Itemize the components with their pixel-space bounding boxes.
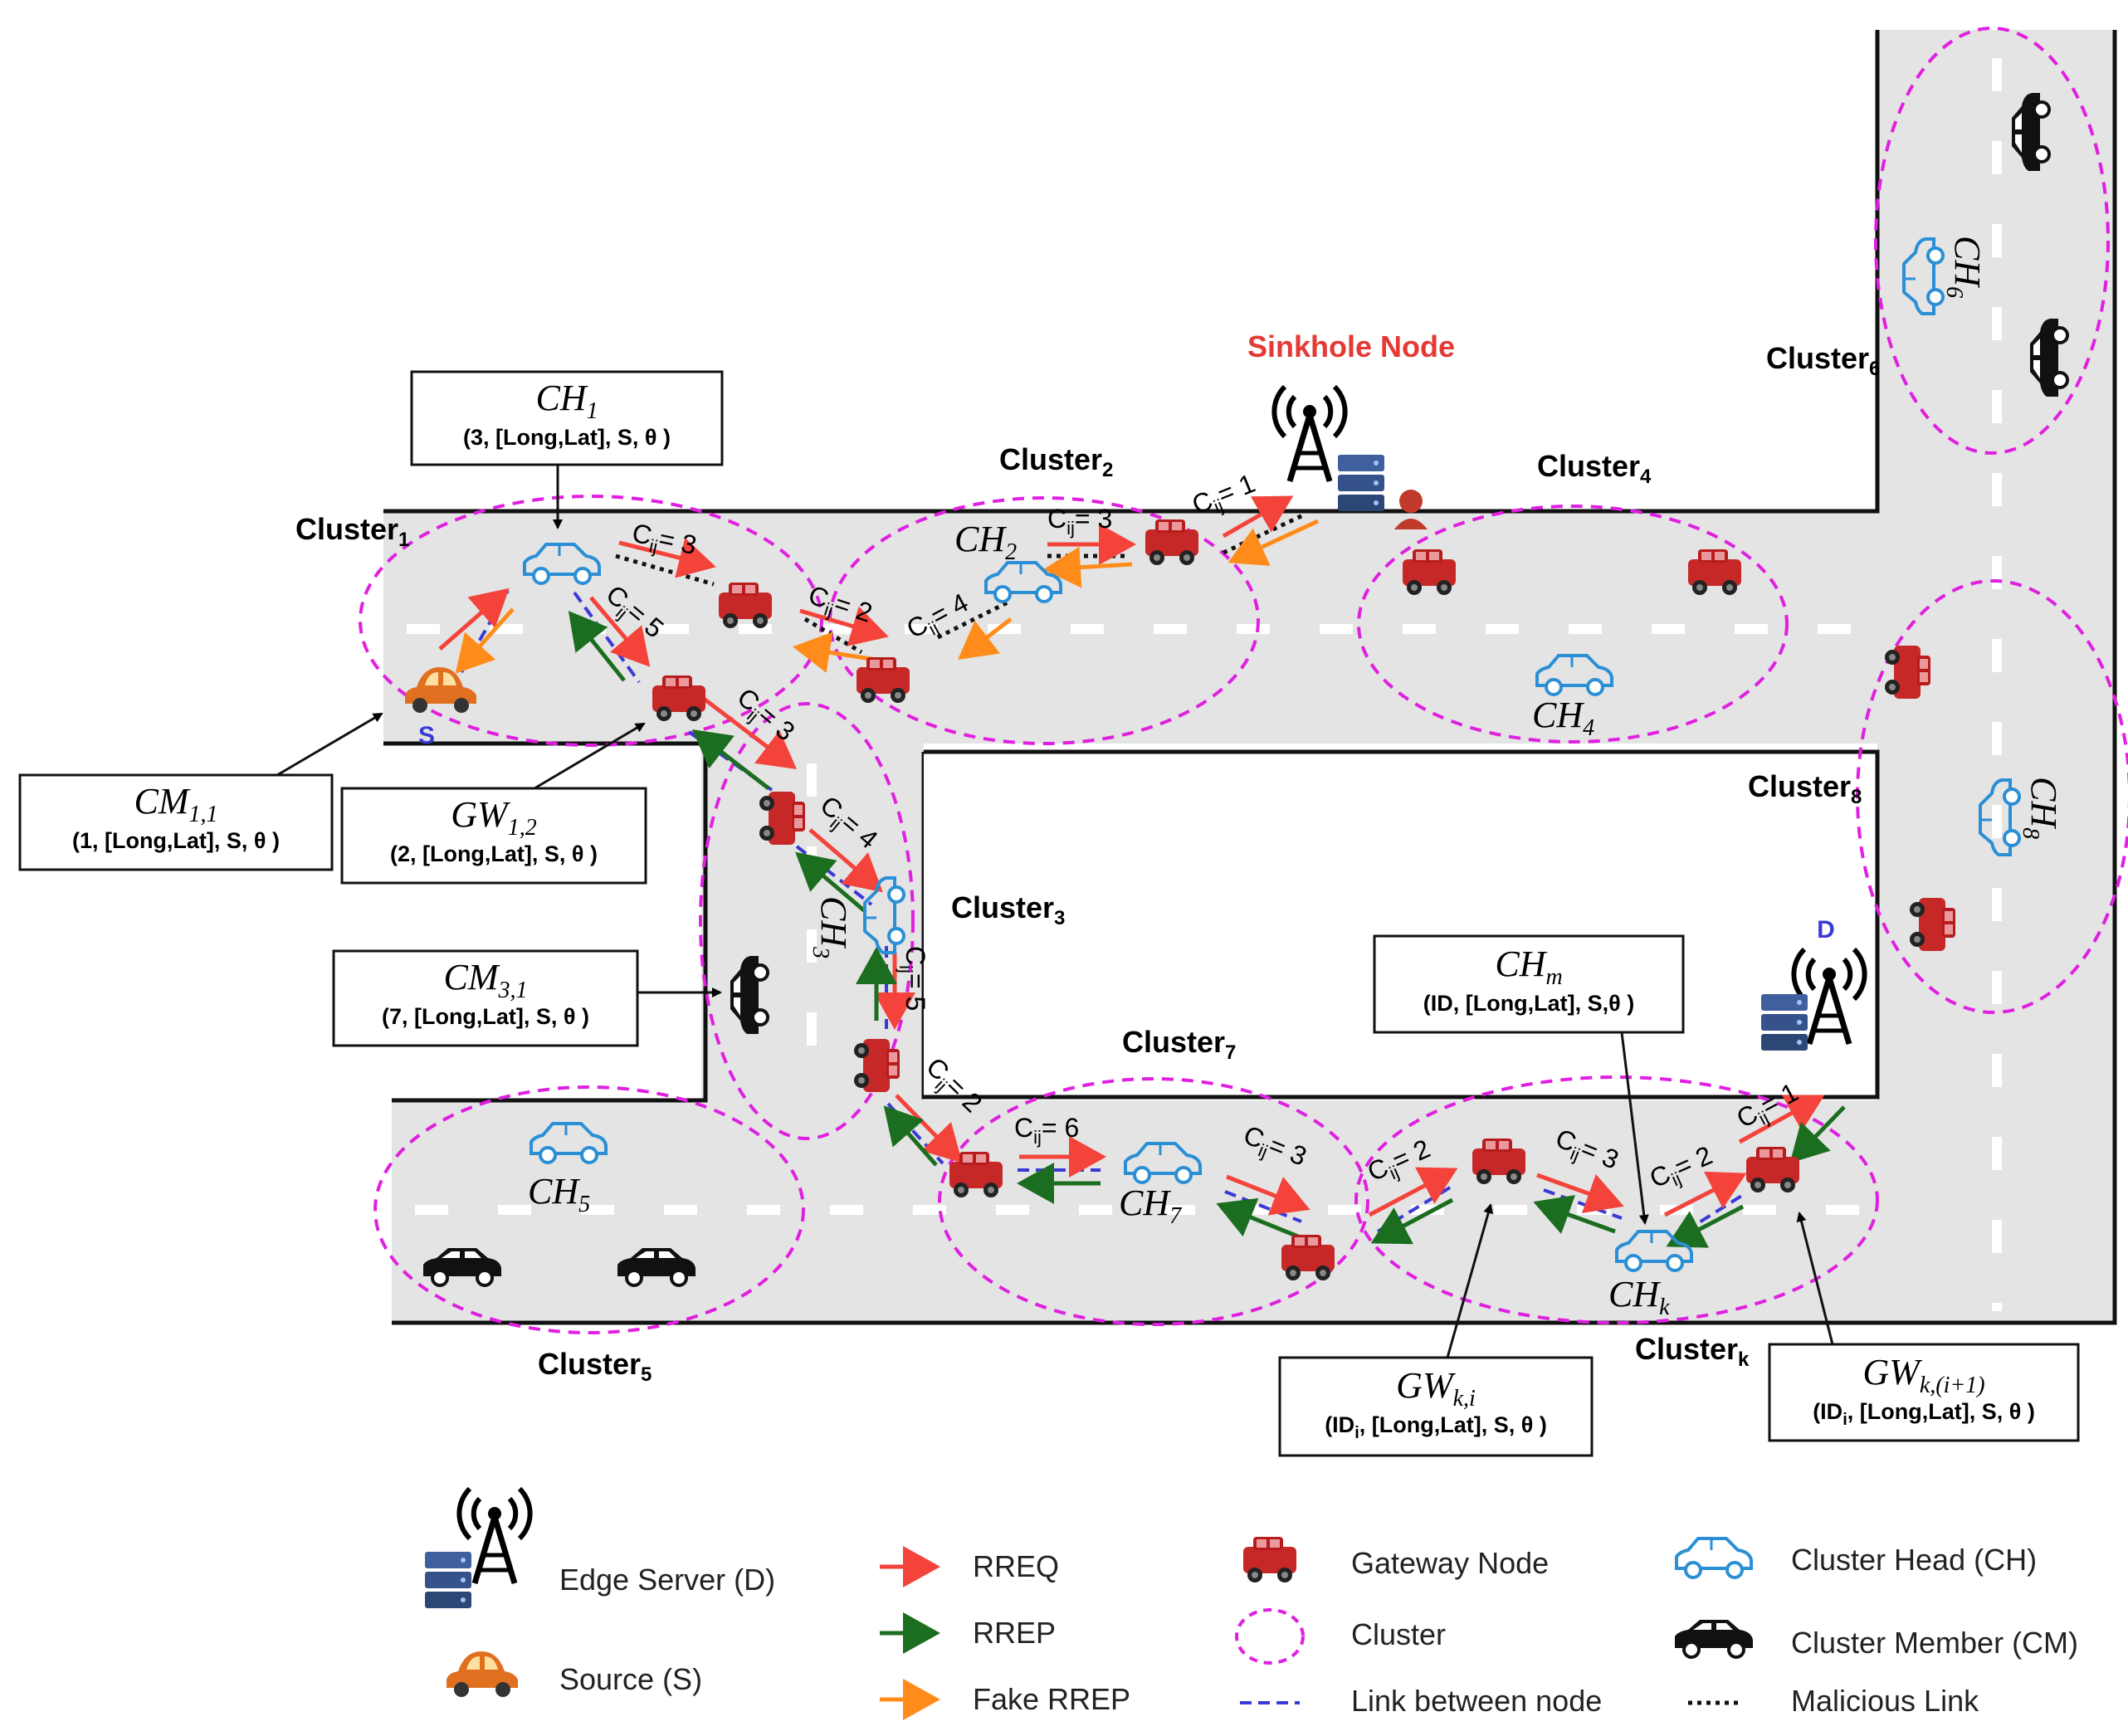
- legend-fake-rrep: Fake RREP: [880, 1679, 1130, 1720]
- gw12-info-box: GW1,2 (2, [Long,Lat], S, θ ): [340, 722, 647, 885]
- cluster-7-label: Cluster7: [1122, 1025, 1236, 1064]
- legend-source: Source (S): [447, 1651, 702, 1697]
- ch6-label: CH6: [1941, 236, 1988, 298]
- ch8-label: CH8: [2018, 777, 2064, 839]
- svg-text:Cluster Member (CM): Cluster Member (CM): [1791, 1626, 2078, 1660]
- cluster-k-boundary: [1354, 1075, 1879, 1324]
- sinkhole-node: [1274, 387, 1428, 529]
- cluster-head-labels: CH2 CH3 CH4 CH5 CH6 CH7 CH8 CHk: [528, 236, 2064, 1320]
- legend-cluster-member: Cluster Member (CM): [1673, 1618, 2078, 1660]
- ch2-label: CH2: [954, 519, 1017, 565]
- svg-text:Gateway Node: Gateway Node: [1351, 1546, 1549, 1580]
- legend-link: Link between node: [1240, 1684, 1602, 1718]
- cluster-3-label: Cluster3: [951, 890, 1065, 929]
- cluster-4-label: Cluster4: [1537, 449, 1652, 488]
- link-cost-label: Cij= 3: [628, 518, 699, 565]
- cluster-6-boundary: [1874, 27, 2110, 455]
- cluster-1-label: Cluster1: [295, 512, 409, 551]
- svg-text:GWk,i: GWk,i: [1396, 1365, 1476, 1412]
- svg-text:Source (S): Source (S): [559, 1662, 702, 1696]
- cluster-1-boundary: [359, 495, 823, 747]
- svg-text:CH1: CH1: [535, 378, 598, 424]
- ch5-label: CH5: [528, 1171, 590, 1217]
- legend-malicious: Malicious Link: [1688, 1684, 1979, 1718]
- message-arrows: [438, 495, 1846, 1248]
- svg-text:GWk,(i+1): GWk,(i+1): [1862, 1352, 1984, 1398]
- svg-text:(1, [Long,Lat], S, θ ): (1, [Long,Lat], S, θ ): [72, 828, 280, 853]
- svg-text:(2, [Long,Lat], S, θ ): (2, [Long,Lat], S, θ ): [390, 841, 598, 866]
- link-cost-label: Cij= 5: [896, 946, 930, 1011]
- cluster-8-boundary: [1856, 579, 2128, 1014]
- gwki1-info-box: GWk,(i+1) (IDi, [Long,Lat], S, θ ): [1768, 1212, 2080, 1442]
- cluster-7-boundary: [938, 1077, 1369, 1326]
- svg-text:Cluster Head (CH): Cluster Head (CH): [1791, 1543, 2037, 1577]
- legend-cluster-head: Cluster Head (CH): [1675, 1537, 2037, 1579]
- ch4-label: CH4: [1532, 695, 1594, 741]
- road-network: [383, 30, 2117, 1325]
- cluster-4-boundary: [1357, 505, 1789, 744]
- legend-cluster: Cluster: [1235, 1608, 1446, 1665]
- svg-text:RREQ: RREQ: [973, 1549, 1059, 1583]
- svg-text:(ID, [Long,Lat], S,θ ): (ID, [Long,Lat], S,θ ): [1423, 991, 1635, 1016]
- svg-text:Fake RREP: Fake RREP: [973, 1682, 1130, 1716]
- cm31-info-box: CM3,1 (7, [Long,Lat], S, θ ): [332, 949, 722, 1047]
- svg-text:CM1,1: CM1,1: [134, 781, 218, 827]
- chm-info-box: CHm (ID, [Long,Lat], S,θ ): [1373, 934, 1685, 1225]
- cluster-8-label: Cluster8: [1748, 769, 1862, 808]
- cluster-k-label: Clusterk: [1635, 1332, 1750, 1371]
- cluster-boundaries: [359, 27, 2128, 1334]
- svg-text:(IDi, [Long,Lat], S, θ ): (IDi, [Long,Lat], S, θ ): [1813, 1399, 2035, 1429]
- svg-text:(3, [Long,Lat], S, θ ): (3, [Long,Lat], S, θ ): [463, 425, 671, 450]
- legend-edge-server: Edge Server (D): [425, 1489, 775, 1608]
- ch3-label: CH3: [808, 896, 854, 958]
- cluster-6-label: Cluster6: [1766, 341, 1880, 380]
- svg-text:CHm: CHm: [1495, 944, 1562, 990]
- svg-text:RREP: RREP: [973, 1616, 1056, 1650]
- svg-text:(IDi, [Long,Lat], S, θ ): (IDi, [Long,Lat], S, θ ): [1325, 1412, 1547, 1442]
- ch1-info-box: CH1 (3, [Long,Lat], S, θ ): [410, 370, 724, 529]
- info-boxes: CH1 (3, [Long,Lat], S, θ ) CM1,1 (1, [Lo…: [18, 370, 2080, 1457]
- link-cost-label: Cij= 3: [1047, 504, 1112, 539]
- ch7-label: CH7: [1119, 1183, 1182, 1229]
- legend-gateway: Gateway Node: [1243, 1537, 1549, 1582]
- sinkhole-label: Sinkhole Node: [1247, 329, 1455, 363]
- svg-text:Edge Server (D): Edge Server (D): [559, 1563, 775, 1597]
- attacker-icon: [1399, 490, 1423, 513]
- cluster-5-label: Cluster5: [538, 1347, 652, 1386]
- source-marker: S: [418, 722, 435, 749]
- legend: Edge Server (D) Source (S) RREQ RREP Fak…: [425, 1489, 2078, 1720]
- legend-rrep: RREP: [880, 1612, 1056, 1654]
- svg-text:Malicious Link: Malicious Link: [1791, 1684, 1979, 1718]
- gwki-info-box: GWk,i (IDi, [Long,Lat], S, θ ): [1278, 1203, 1594, 1457]
- cluster-labels: Cluster1 Cluster2 Cluster3 Cluster4 Clus…: [295, 341, 1880, 1386]
- svg-text:Link between node: Link between node: [1351, 1684, 1602, 1718]
- svg-text:(7, [Long,Lat], S, θ ): (7, [Long,Lat], S, θ ): [382, 1004, 589, 1029]
- svg-text:CM3,1: CM3,1: [444, 957, 528, 1003]
- svg-text:GW1,2: GW1,2: [451, 794, 536, 841]
- chk-label: CHk: [1608, 1274, 1670, 1320]
- cluster-3-boundary: [699, 702, 915, 1140]
- cm11-info-box: CM1,1 (1, [Long,Lat], S, θ ): [18, 712, 383, 871]
- cluster-2-label: Cluster2: [999, 442, 1113, 481]
- cluster-5-boundary: [373, 1085, 805, 1334]
- svg-text:Cluster: Cluster: [1351, 1617, 1446, 1651]
- destination-marker: D: [1817, 916, 1835, 944]
- link-cost-label: Cij= 6: [1014, 1113, 1079, 1148]
- legend-rreq: RREQ: [880, 1546, 1059, 1587]
